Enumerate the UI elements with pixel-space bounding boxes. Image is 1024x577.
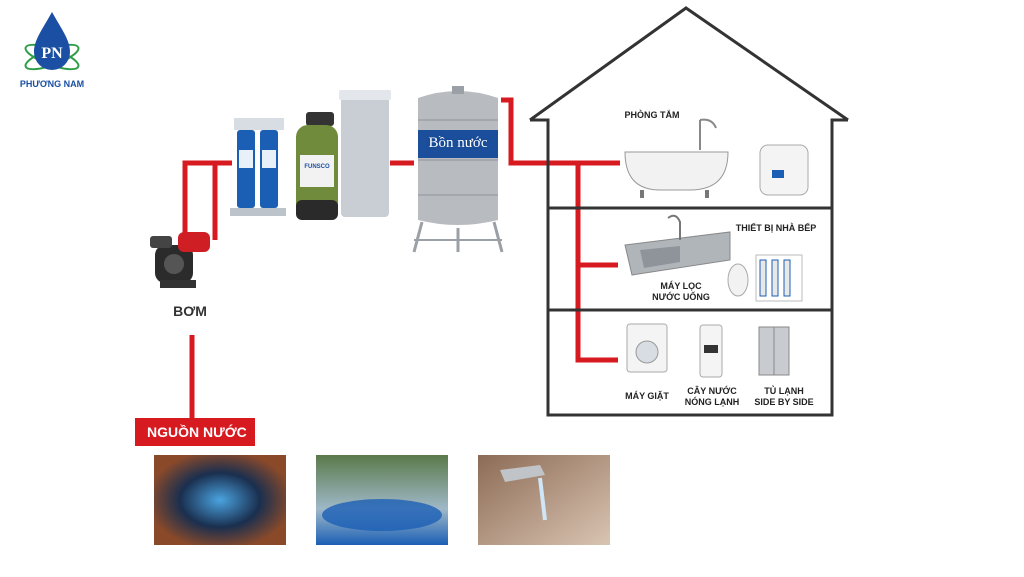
tank-label: Bồn nước — [428, 135, 488, 151]
pump-label: BƠM — [173, 303, 207, 319]
phuong-nam-logo: PN — [24, 12, 80, 71]
brine-tank — [339, 90, 391, 217]
appliance-label-dispenser: CÂY NƯỚC NÓNG LẠNH — [684, 386, 740, 407]
side-by-side-fridge — [758, 326, 790, 376]
purifier-label: MÁY LỌC NƯỚC UỐNG — [652, 281, 710, 302]
logo-name: PHƯƠNG NAM — [19, 79, 85, 89]
water-sources-title: NGUỒN NƯỚC — [135, 418, 255, 446]
water-heater — [759, 144, 809, 196]
source-caption-well: Nước giếng khoan — [166, 555, 274, 570]
appliance-label-washer: MÁY GIẶT — [625, 391, 669, 401]
bathroom-label: PHÒNG TẮM — [624, 110, 680, 120]
source-caption-tap: Nước máy — [513, 555, 575, 570]
stainless-water-tank — [412, 86, 504, 253]
water-purifier — [727, 254, 803, 302]
softener-column: FUNSCO — [296, 112, 338, 220]
softener-brand: FUNSCO — [304, 164, 330, 170]
house-outline — [529, 6, 849, 417]
pump — [150, 232, 210, 288]
water-dispenser — [699, 324, 723, 378]
logo-initials: PN — [41, 45, 63, 62]
thumb-well-water — [154, 455, 286, 545]
washing-machine — [626, 323, 668, 373]
appliance-label-fridge: TỦ LẠNH SIDE BY SIDE — [754, 386, 814, 407]
pipe-network — [182, 97, 620, 440]
cartridge-filters — [230, 118, 286, 216]
kitchen-label: THIẾT BỊ NHÀ BẾP — [735, 223, 817, 233]
source-caption-rain: Nước mưa — [350, 555, 414, 570]
kitchen-sink — [624, 214, 731, 276]
bathtub — [624, 118, 729, 198]
